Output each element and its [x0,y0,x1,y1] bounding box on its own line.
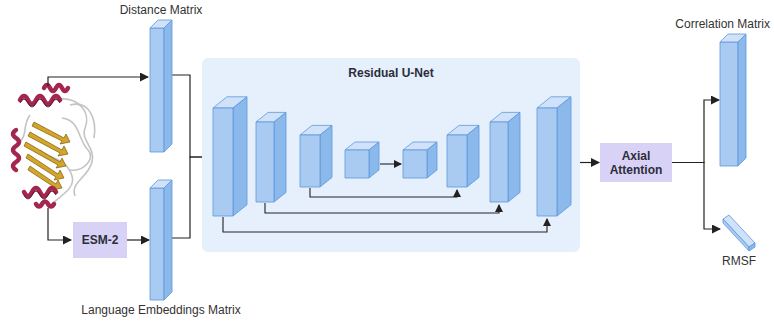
rmsf-vector: RMSF [721,211,757,251]
unet-block-face [300,135,320,187]
beta-strand [24,122,70,190]
slab-face [749,243,755,251]
unet-block-face [213,108,233,216]
slab-face [738,34,746,166]
input-arrow [48,208,71,240]
matrix-label: RMSF [722,254,756,268]
flow-arrow [672,100,719,163]
unet-block-face [345,142,379,150]
unet-block-face [213,97,247,108]
unet-block-face [508,112,520,202]
alpha-helix [13,85,68,207]
unet-block-face [490,122,508,202]
flow-arrow [127,239,149,240]
unet-block-face [557,97,571,216]
unet-block-face [403,150,427,178]
skip-connection [223,217,547,232]
unet-block-face [300,125,332,135]
skip-connection [310,188,457,197]
unet-block-face [537,108,557,216]
flow-arrow [672,163,720,230]
input-arrow [48,77,148,86]
unet-block-face [537,97,571,108]
correlation-matrix: Correlation Matrix [720,34,746,166]
unet-block-face [369,142,379,178]
unet-block-face [256,122,274,202]
slab-face [150,28,164,152]
matrix-label: Language Embeddings Matrix [81,303,240,317]
matrix-slab [150,180,172,300]
matrix-label: Distance Matrix [120,3,203,17]
slab-face [723,219,749,251]
slab-face [723,215,755,247]
unet-block-face [345,150,369,178]
skip-connection [265,203,499,213]
unet-block-face [320,125,332,187]
matrix-slab [720,34,746,166]
box-label: ESM-2 [82,233,119,247]
helix-edge [20,99,60,199]
esm-box: ESM-2 [73,222,127,258]
slab-face [164,180,172,300]
unet-block-face [233,97,247,216]
box-label: Axial Attention [605,149,667,177]
slab-face [720,42,738,166]
unet-panel: Residual U-Net [202,58,580,252]
unet-block-face [467,125,479,187]
embeddings-matrix: Language Embeddings Matrix [150,180,172,300]
unet-block-face [403,142,437,150]
distance-matrix: Distance Matrix [150,20,172,152]
unet-block-face [447,135,467,187]
matrix-slab [150,20,172,152]
matrix-label: Correlation Matrix [675,17,770,31]
matrix-slab [721,211,757,251]
slab-face [164,20,172,152]
attention-box: Axial Attention [600,143,672,182]
unet-block-face [256,112,286,122]
protein-loop [20,99,95,204]
slab-face [150,188,164,300]
panel-title: Residual U-Net [348,66,433,80]
unet-block-face [274,112,286,202]
unet-block-face [427,142,437,178]
unet-block-face [447,125,479,135]
unet-block-face [490,112,520,122]
bottleneck-arrow [380,163,401,164]
